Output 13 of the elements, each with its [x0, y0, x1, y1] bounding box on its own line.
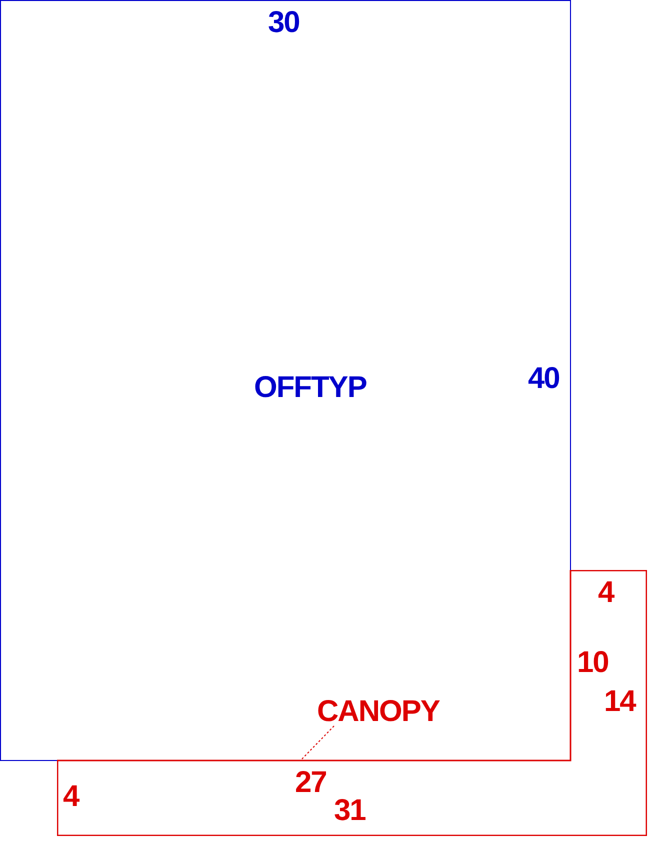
dimension-label: 27: [295, 768, 326, 798]
area-label: OFFTYP: [254, 373, 366, 403]
dimension-label: 4: [598, 578, 614, 608]
leader-line: [300, 726, 334, 760]
area-label: CANOPY: [317, 697, 440, 727]
dimension-label: 4: [63, 782, 79, 812]
dimension-label: 10: [577, 648, 608, 678]
canopy-outline: [57, 570, 647, 836]
dimension-label: 40: [528, 364, 560, 394]
dimension-label: 30: [268, 8, 300, 38]
dimension-label: 14: [604, 687, 636, 717]
dimension-label: 31: [334, 796, 366, 826]
building-outline: [0, 0, 571, 761]
